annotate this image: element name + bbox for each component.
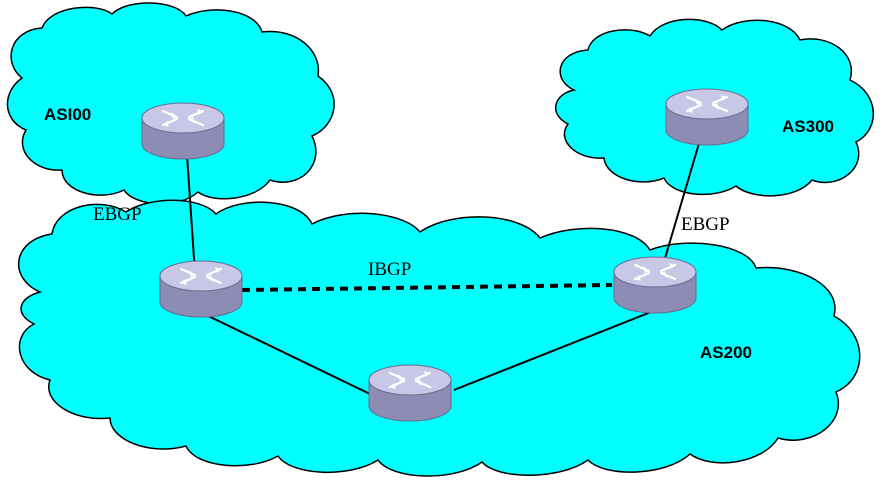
physical-link-left-bottom xyxy=(199,311,371,395)
as200-cloud xyxy=(17,199,861,477)
router-icon xyxy=(158,259,244,319)
ibgp-label: IBGP xyxy=(368,259,411,280)
as200-label: AS200 xyxy=(700,343,752,362)
router-as200-left[interactable] xyxy=(158,259,244,319)
router-as200-bottom[interactable] xyxy=(367,363,453,423)
ebgp-link-as300-as200 xyxy=(662,139,701,266)
ibgp-link xyxy=(241,283,613,292)
router-icon xyxy=(664,87,750,147)
as300-label: AS300 xyxy=(782,117,834,136)
physical-link-bottom-right xyxy=(453,309,657,391)
ebgp-label-as100: EBGP xyxy=(93,204,142,225)
router-icon xyxy=(367,363,453,423)
router-as100[interactable] xyxy=(140,101,226,161)
ebgp-link-as100-as200 xyxy=(186,154,196,274)
ebgp-label-as300: EBGP xyxy=(681,214,730,235)
as100-label: ASI00 xyxy=(44,105,91,124)
router-as200-right[interactable] xyxy=(612,255,698,315)
router-icon xyxy=(612,255,698,315)
router-icon xyxy=(140,101,226,161)
router-as300[interactable] xyxy=(664,87,750,147)
